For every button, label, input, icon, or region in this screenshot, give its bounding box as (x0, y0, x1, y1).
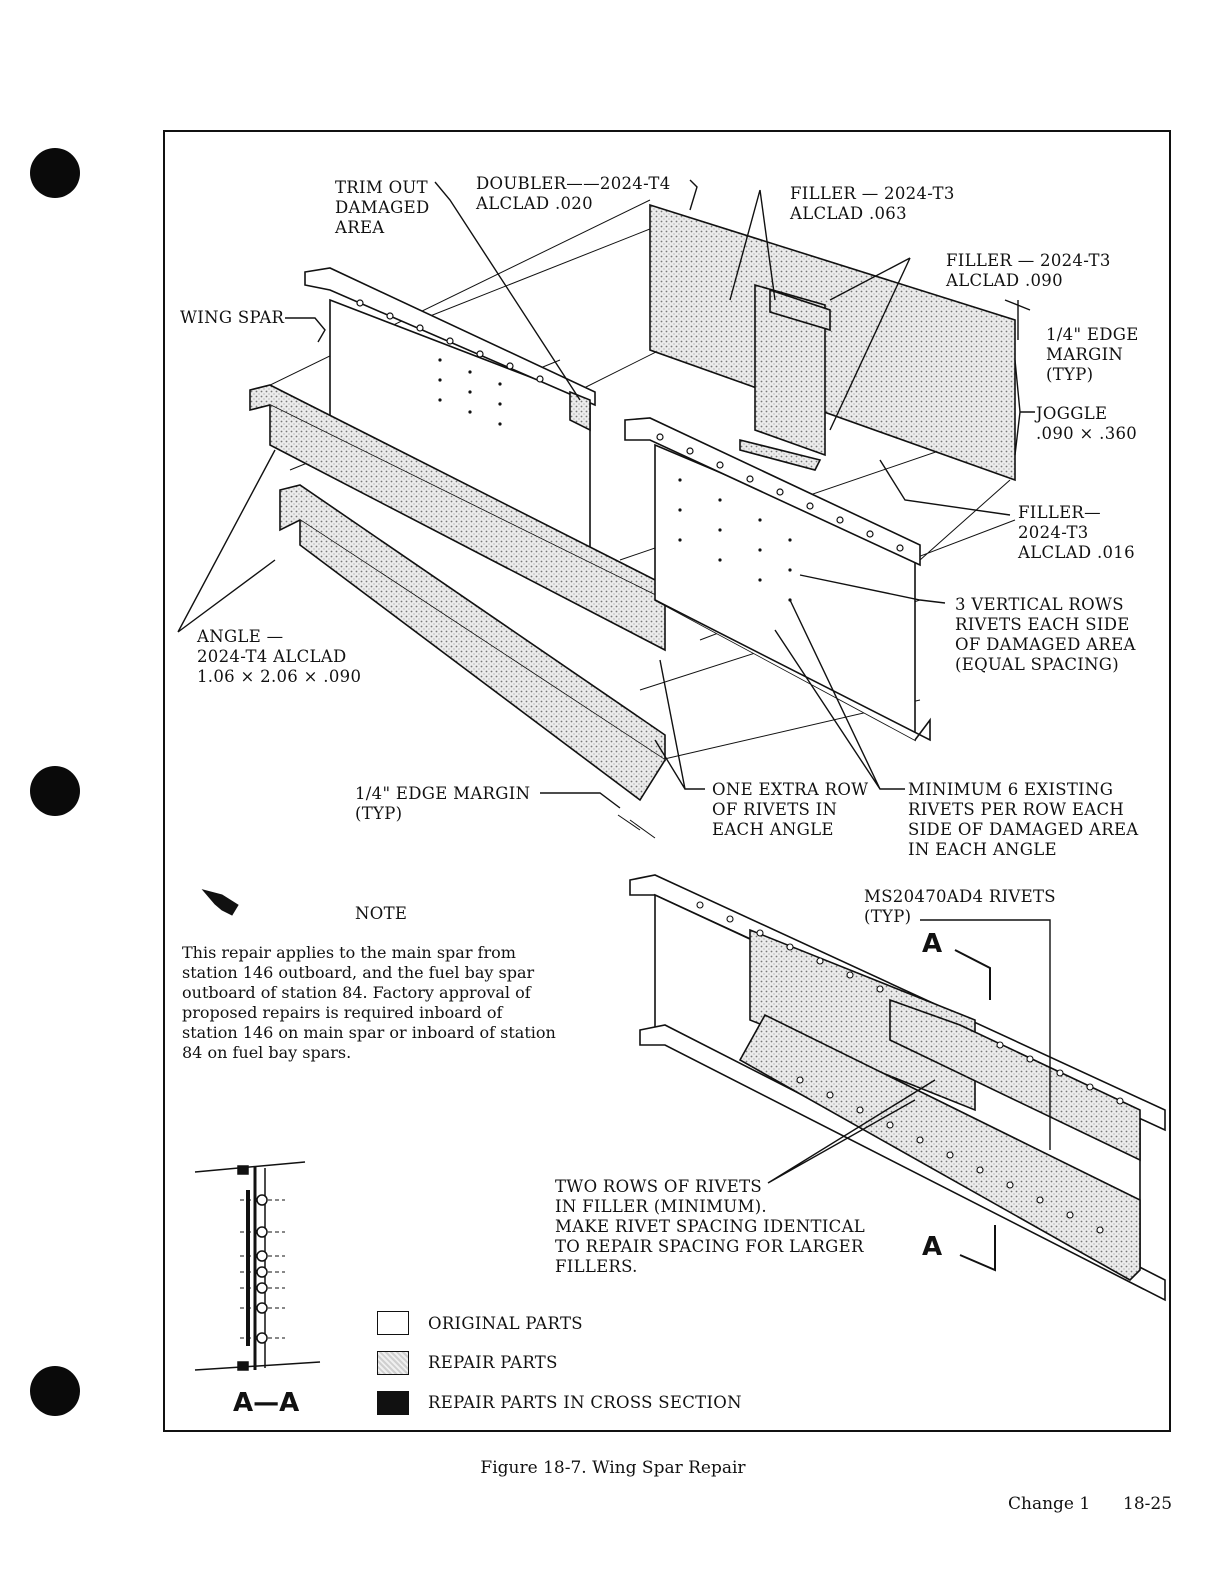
section-title-aa: A—A (233, 1388, 300, 1418)
label-vertical-rows: 3 VERTICAL ROWS RIVETS EACH SIDE OF DAMA… (955, 595, 1136, 674)
legend-label-cross-section: REPAIR PARTS IN CROSS SECTION (428, 1393, 742, 1412)
label-ms-rivets: MS20470AD4 RIVETS (TYP) (864, 887, 1056, 926)
footer-page-number: 18-25 (1123, 1494, 1173, 1514)
label-min-rivets: MINIMUM 6 EXISTING RIVETS PER ROW EACH S… (908, 780, 1139, 859)
back-filler-panel (649, 203, 1016, 482)
legend-swatch-repair (377, 1351, 409, 1375)
note-title: NOTE (355, 904, 408, 923)
label-two-rows: TWO ROWS OF RIVETS IN FILLER (MINIMUM). … (555, 1177, 866, 1276)
figure-frame (163, 130, 1171, 1432)
footer-change: Change 1 (1008, 1494, 1091, 1514)
label-extra-row: ONE EXTRA ROW OF RIVETS IN EACH ANGLE (712, 780, 869, 839)
label-edge-margin-top: 1/4" EDGE MARGIN (TYP) (1046, 325, 1139, 384)
label-trim-out: TRIM OUT DAMAGED AREA (335, 178, 430, 237)
main-isometric-view (177, 179, 1035, 839)
lower-angle (738, 1013, 1141, 1281)
label-filler-016: FILLER— 2024-T3 ALCLAD .016 (1018, 503, 1135, 562)
label-angle: ANGLE — 2024-T4 ALCLAD 1.06 × 2.06 × .09… (197, 627, 362, 686)
binder-hole-middle (30, 766, 80, 816)
binder-hole-top (30, 148, 80, 198)
pointing-hand-icon (201, 889, 239, 916)
vertical-filler (754, 283, 826, 457)
binder-hole-bottom (30, 1366, 80, 1416)
right-top-flange (624, 417, 921, 567)
lower-detail-view (629, 874, 1166, 1302)
lower-spar-bottom-flange (639, 1024, 1166, 1302)
cross-section-aa (194, 1161, 321, 1371)
label-wing-spar: WING SPAR (180, 308, 285, 327)
legend-swatch-original (377, 1311, 409, 1335)
left-top-flange (304, 267, 596, 407)
label-edge-margin-bottom: 1/4" EDGE MARGIN (TYP) (355, 784, 531, 823)
label-filler-063: FILLER — 2024-T3 ALCLAD .063 (790, 184, 955, 223)
lower-filler (749, 928, 976, 1112)
figure-caption: Figure 18-7. Wing Spar Repair (480, 1458, 746, 1478)
right-bottom-flange (654, 599, 931, 742)
note-text: This repair applies to the main spar fro… (182, 943, 556, 1062)
legend-label-original: ORIGINAL PARTS (428, 1314, 583, 1333)
label-filler-090: FILLER — 2024-T3 ALCLAD .090 (946, 251, 1111, 290)
label-doubler: DOUBLER——2024-T4 ALCLAD .020 (476, 174, 671, 213)
section-marker-a-top: A (922, 929, 943, 959)
legend-label-repair: REPAIR PARTS (428, 1353, 558, 1372)
label-joggle: JOGGLE .090 × .360 (1036, 404, 1138, 443)
legend-swatch-cross-section (377, 1391, 409, 1415)
doubler (569, 390, 591, 432)
section-marker-a-bottom: A (922, 1232, 943, 1262)
